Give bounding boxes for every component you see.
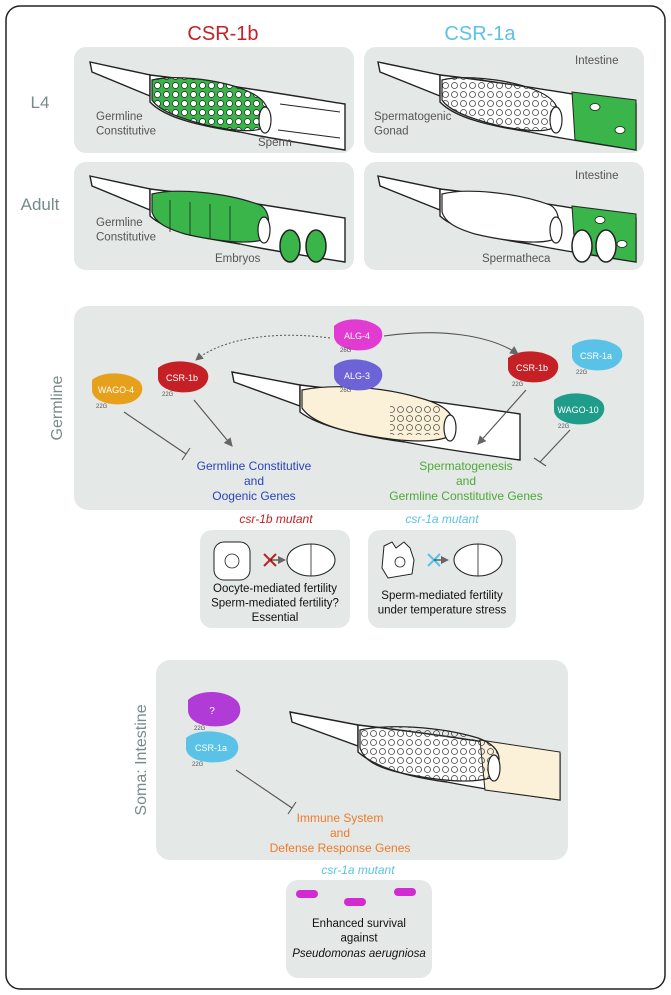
- inhibit-wago10-bar: [533, 457, 547, 467]
- worm-germline: [231, 371, 521, 461]
- svg-text:CSR-1b: CSR-1b: [516, 363, 548, 373]
- soma-side-label: Soma: Intestine: [133, 704, 150, 815]
- panel-germline: Germline ALG-4 26G ALG-3 26G WAGO-4 22G: [49, 306, 644, 510]
- svg-text:CSR-1b: CSR-1b: [166, 373, 198, 383]
- svg-text:WAGO-4: WAGO-4: [98, 385, 134, 395]
- protein-csr1b-right: CSR-1b 22G: [508, 351, 559, 388]
- protein-alg4: ALG-4 26G: [334, 319, 383, 354]
- adult-right-spermatheca: Spermatheca: [482, 253, 551, 265]
- protein-unknown: ? 22G: [188, 691, 241, 732]
- panel-soma: Soma: Intestine ? 22G CSR-1a 22G Immune …: [133, 660, 568, 860]
- csr1a-mutant-title: csr-1a mutant: [405, 512, 479, 526]
- protein-csr1a: CSR-1a 22G: [572, 339, 623, 376]
- svg-text:CSR-1a: CSR-1a: [580, 351, 612, 361]
- inhibit-wago4-bar: [181, 447, 191, 461]
- arrow-alg4-right: [383, 332, 519, 355]
- svg-text:22G: 22G: [162, 392, 174, 398]
- x-cross-red: [263, 553, 286, 567]
- embryo-2: [305, 229, 327, 263]
- row-label-adult: Adult: [21, 195, 60, 214]
- svg-text:22G: 22G: [96, 404, 108, 410]
- svg-text:ALG-4: ALG-4: [344, 331, 370, 341]
- svg-text:22G: 22G: [194, 726, 206, 732]
- worm-l4-csr1b: [89, 61, 346, 151]
- inhibit-wago10: [539, 429, 571, 463]
- embryo-3: [571, 229, 593, 263]
- protein-alg3: ALG-3 26G: [334, 359, 383, 394]
- inhibit-soma-bar: [287, 801, 297, 815]
- embryo-1: [279, 229, 301, 263]
- embryo-4: [595, 229, 617, 263]
- adult-left-embryos: Embryos: [215, 253, 261, 265]
- protein-csr1b-left: CSR-1b 22G: [158, 361, 209, 398]
- csr1a-soma-species: Pseudomonas aerugniosa: [292, 948, 426, 960]
- csr1a-soma-mutant-title: csr-1a mutant: [321, 863, 395, 877]
- arrow-csr1b-right: [477, 389, 527, 445]
- svg-text:WAGO-10: WAGO-10: [557, 405, 598, 415]
- header-csr1a: CSR-1a: [444, 23, 516, 45]
- svg-text:26G: 26G: [340, 348, 352, 354]
- l4-right-intestine: Intestine: [575, 55, 618, 67]
- bacterium-3: [394, 888, 416, 896]
- inhibit-soma: [235, 769, 293, 809]
- worm-l4-csr1a: [377, 61, 637, 151]
- inhibit-wago4: [123, 411, 187, 455]
- row-label-l4: L4: [31, 93, 50, 112]
- svg-text:22G: 22G: [576, 370, 588, 376]
- svg-text:ALG-3: ALG-3: [344, 371, 370, 381]
- svg-text:26G: 26G: [340, 388, 352, 394]
- bacterium-2: [344, 898, 366, 906]
- worm-soma: [289, 711, 561, 801]
- protein-soma-csr1a: CSR-1a 22G: [186, 731, 239, 768]
- arrow-csr1b-left: [193, 399, 233, 447]
- germline-side-label: Germline: [49, 375, 66, 440]
- svg-text:22G: 22G: [558, 424, 570, 430]
- svg-text:22G: 22G: [192, 762, 204, 768]
- x-cross-blue: [427, 553, 449, 567]
- adult-right-intestine: Intestine: [575, 170, 618, 182]
- svg-text:?: ?: [209, 706, 215, 717]
- protein-wago4: WAGO-4 22G: [92, 373, 143, 410]
- protein-wago10: WAGO-10 22G: [554, 393, 605, 430]
- bacterium-1: [296, 890, 318, 898]
- svg-text:22G: 22G: [512, 382, 524, 388]
- csr1b-mutant-title: csr-1b mutant: [239, 512, 313, 526]
- svg-text:CSR-1a: CSR-1a: [195, 743, 227, 753]
- l4-left-sperm: Sperm: [258, 137, 292, 149]
- panel-adult-csr1a: Intestine Spermatheca: [364, 162, 644, 270]
- header-csr1b: CSR-1b: [187, 23, 258, 45]
- arrow-alg4-left-dotted: [195, 334, 331, 361]
